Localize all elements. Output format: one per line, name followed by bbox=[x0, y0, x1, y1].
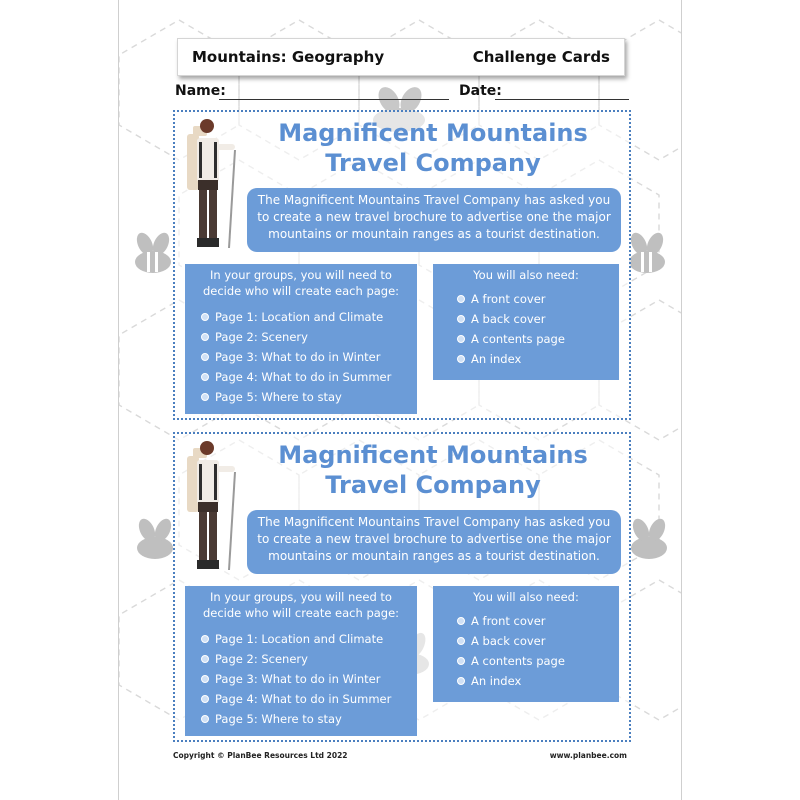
list-item: Page 3: What to do in Winter bbox=[201, 347, 417, 367]
bullet-icon bbox=[201, 373, 209, 381]
bullet-icon bbox=[457, 355, 465, 363]
list-item: An index bbox=[457, 349, 619, 369]
card-title-line2: Travel Company bbox=[325, 471, 541, 499]
bee-watermark-icon bbox=[629, 232, 665, 273]
bee-watermark-icon bbox=[631, 518, 667, 559]
list-item: A contents page bbox=[457, 329, 619, 349]
groups-heading: In your groups, you will need to decide … bbox=[202, 268, 400, 298]
bullet-icon bbox=[457, 657, 465, 665]
list-item: Page 4: What to do in Summer bbox=[201, 689, 417, 709]
name-label: Name: bbox=[175, 83, 226, 99]
bullet-icon bbox=[457, 617, 465, 625]
needs-heading: You will also need: bbox=[473, 590, 579, 604]
list-item: A front cover bbox=[457, 611, 619, 631]
list-item: A contents page bbox=[457, 651, 619, 671]
worksheet-title: Mountains: Geography bbox=[192, 48, 385, 66]
hiker-illustration-icon bbox=[187, 119, 236, 249]
bee-watermark-icon bbox=[137, 518, 173, 559]
groups-heading: In your groups, you will need to decide … bbox=[202, 590, 400, 620]
bullet-icon bbox=[201, 333, 209, 341]
card-title-line1: Magnificent Mountains bbox=[278, 119, 588, 147]
list-item: Page 2: Scenery bbox=[201, 649, 417, 669]
list-item: A back cover bbox=[457, 309, 619, 329]
needs-list: A front cover A back cover A contents pa… bbox=[433, 611, 619, 691]
date-label: Date: bbox=[459, 83, 502, 99]
needs-list: A front cover A back cover A contents pa… bbox=[433, 289, 619, 369]
bullet-icon bbox=[201, 675, 209, 683]
worksheet-type-label: Challenge Cards bbox=[472, 48, 610, 66]
bullet-icon bbox=[201, 393, 209, 401]
list-item: An index bbox=[457, 671, 619, 691]
bullet-icon bbox=[201, 655, 209, 663]
date-line bbox=[495, 99, 629, 100]
name-line bbox=[219, 99, 449, 100]
groups-box: In your groups, you will need to decide … bbox=[185, 586, 417, 736]
copyright-text: Copyright © PlanBee Resources Ltd 2022 bbox=[173, 751, 348, 760]
hiker-illustration-icon bbox=[187, 441, 236, 571]
needs-box: You will also need: A front cover A back… bbox=[433, 264, 619, 380]
card-title-line2: Travel Company bbox=[325, 149, 541, 177]
needs-box: You will also need: A front cover A back… bbox=[433, 586, 619, 702]
bullet-icon bbox=[457, 637, 465, 645]
list-item: Page 2: Scenery bbox=[201, 327, 417, 347]
list-item: A front cover bbox=[457, 289, 619, 309]
bullet-icon bbox=[201, 695, 209, 703]
website-link[interactable]: www.planbee.com bbox=[549, 751, 627, 760]
list-item: Page 5: Where to stay bbox=[201, 709, 417, 729]
list-item: A back cover bbox=[457, 631, 619, 651]
bullet-icon bbox=[457, 677, 465, 685]
needs-heading: You will also need: bbox=[473, 268, 579, 282]
bullet-icon bbox=[201, 353, 209, 361]
list-item: Page 5: Where to stay bbox=[201, 387, 417, 407]
challenge-card: Magnificent Mountains Travel Company The… bbox=[173, 110, 631, 420]
challenge-card: Magnificent Mountains Travel Company The… bbox=[173, 432, 631, 742]
pages-list: Page 1: Location and Climate Page 2: Sce… bbox=[185, 307, 417, 407]
bullet-icon bbox=[201, 635, 209, 643]
card-intro: The Magnificent Mountains Travel Company… bbox=[247, 510, 621, 574]
bee-watermark-icon bbox=[135, 232, 171, 273]
bullet-icon bbox=[201, 715, 209, 723]
worksheet-page: Mountains: Geography Challenge Cards Nam… bbox=[118, 0, 682, 800]
list-item: Page 1: Location and Climate bbox=[201, 307, 417, 327]
list-item: Page 1: Location and Climate bbox=[201, 629, 417, 649]
worksheet-header: Mountains: Geography Challenge Cards bbox=[177, 38, 625, 76]
bullet-icon bbox=[457, 295, 465, 303]
card-intro: The Magnificent Mountains Travel Company… bbox=[247, 188, 621, 252]
card-title-line1: Magnificent Mountains bbox=[278, 441, 588, 469]
bullet-icon bbox=[201, 313, 209, 321]
bullet-icon bbox=[457, 335, 465, 343]
bullet-icon bbox=[457, 315, 465, 323]
list-item: Page 3: What to do in Winter bbox=[201, 669, 417, 689]
groups-box: In your groups, you will need to decide … bbox=[185, 264, 417, 414]
list-item: Page 4: What to do in Summer bbox=[201, 367, 417, 387]
pages-list: Page 1: Location and Climate Page 2: Sce… bbox=[185, 629, 417, 729]
